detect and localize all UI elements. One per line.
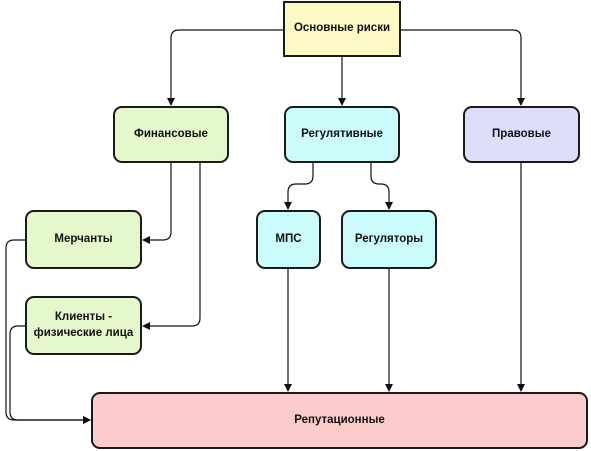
node-clients: Клиенты - физические лица [25, 296, 142, 355]
edge-root-legal [401, 29, 525, 106]
edge-root-financial [167, 29, 283, 106]
node-reputation-label: Репутационные [294, 413, 385, 426]
edge-financial-merchants [142, 163, 172, 244]
edge-regulatory-regulators [370, 163, 393, 210]
node-mps: МПС [256, 210, 321, 269]
node-merchants: Мерчанты [25, 210, 142, 269]
node-regulatory-label: Регулятивные [301, 127, 383, 140]
edge-financial-clients [142, 163, 201, 330]
node-regulators: Регуляторы [341, 210, 437, 269]
node-regulatory: Регулятивные [284, 106, 400, 163]
node-main-risks: Основные риски [283, 1, 401, 57]
node-clients-label: Клиенты - физические лица [33, 310, 134, 339]
edge-clients-reputation [9, 325, 91, 424]
node-merchants-label: Мерчанты [54, 232, 113, 245]
node-regulators-label: Регуляторы [354, 232, 424, 245]
node-mps-label: МПС [275, 232, 302, 245]
edge-regulatory-mps [284, 163, 314, 210]
node-reputation: Репутационные [91, 392, 588, 449]
node-legal: Правовые [463, 106, 580, 163]
node-financial-label: Финансовые [134, 127, 208, 140]
edge-merchants-reputation [5, 239, 91, 424]
node-financial: Финансовые [113, 106, 229, 163]
node-legal-label: Правовые [492, 127, 551, 140]
node-main-risks-label: Основные риски [293, 22, 391, 35]
